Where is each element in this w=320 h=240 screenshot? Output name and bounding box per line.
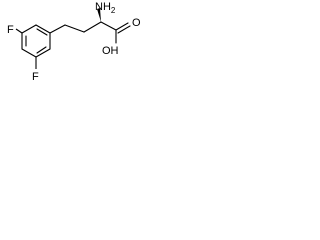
structure-canvas: F F NH2 O OH bbox=[0, 0, 148, 93]
amine-label: NH2 bbox=[95, 1, 116, 15]
ring-bond-3 bbox=[35, 48, 51, 58]
ring-bond-4 bbox=[21, 48, 37, 58]
molecule-structure: F F NH2 O OH bbox=[7, 1, 141, 83]
amine-subscript: 2 bbox=[111, 6, 116, 15]
amine-main-text: NH bbox=[95, 1, 111, 13]
chain-bond-3 bbox=[83, 21, 102, 33]
carbonyl-double-bond-b bbox=[117, 25, 131, 34]
chain-bond-1 bbox=[49, 24, 66, 34]
chain-bond-2 bbox=[64, 24, 85, 33]
side-chain bbox=[49, 21, 131, 44]
fluorine-top-bond bbox=[15, 28, 23, 34]
hydroxyl-label: OH bbox=[102, 45, 119, 57]
fluorine-top-label: F bbox=[7, 24, 14, 36]
ring-bond-6 bbox=[21, 24, 37, 34]
carboxyl-bond bbox=[100, 21, 117, 31]
ring-bond-1 bbox=[35, 24, 51, 34]
carbonyl-oxygen-label: O bbox=[132, 17, 141, 29]
carbonyl-double-bond-a bbox=[115, 22, 129, 31]
fluorine-bottom-label: F bbox=[32, 71, 39, 83]
stereo-wedge-bond bbox=[97, 8, 101, 22]
benzene-ring bbox=[21, 24, 51, 58]
ring-double-bond-a bbox=[36, 28, 48, 36]
ring-double-bond-b bbox=[36, 46, 47, 54]
